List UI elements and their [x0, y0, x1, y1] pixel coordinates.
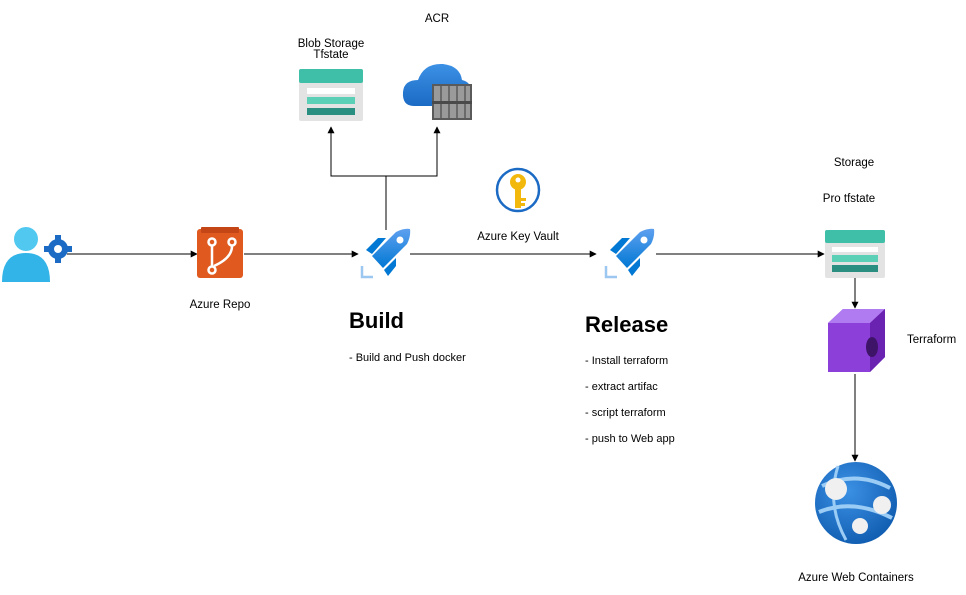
- key-vault-label: Azure Key Vault: [477, 231, 559, 243]
- blob-storage-label: Blob Storage: [297, 38, 365, 50]
- connectors: [67, 126, 859, 462]
- blob-storage-sublabel: Tfstate: [313, 49, 349, 61]
- storage-account-icon: [825, 230, 885, 278]
- edge-build-to-blob: [327, 126, 387, 230]
- azure-repo-icon: [197, 227, 243, 278]
- blob-storage-icon: [299, 69, 363, 121]
- storage-sublabel: Pro tfstate: [822, 193, 876, 205]
- release-step: - push to Web app: [585, 433, 675, 445]
- terraform-cube-icon: [828, 309, 885, 372]
- key-vault-icon: [495, 167, 541, 213]
- user-settings-icon: [2, 227, 72, 282]
- azure-repo-label: Azure Repo: [189, 299, 251, 311]
- release-step: - extract artifac: [585, 381, 658, 393]
- pipelines-icon: [360, 228, 411, 279]
- terraform-label: Terraform: [907, 334, 957, 346]
- release-step: - Install terraform: [585, 355, 669, 367]
- release-step: - script terraform: [585, 407, 666, 419]
- pipelines-icon: [604, 228, 655, 279]
- build-step: - Build and Push docker: [349, 352, 466, 364]
- edge-build-to-acr: [386, 126, 441, 177]
- acr-label: ACR: [424, 13, 450, 25]
- acr-icon: [402, 63, 472, 120]
- web-containers-label: Azure Web Containers: [798, 572, 914, 584]
- storage-label: Storage: [833, 157, 875, 169]
- release-title: Release: [585, 312, 669, 337]
- web-app-icon: [815, 462, 897, 544]
- build-title: Build: [349, 308, 404, 333]
